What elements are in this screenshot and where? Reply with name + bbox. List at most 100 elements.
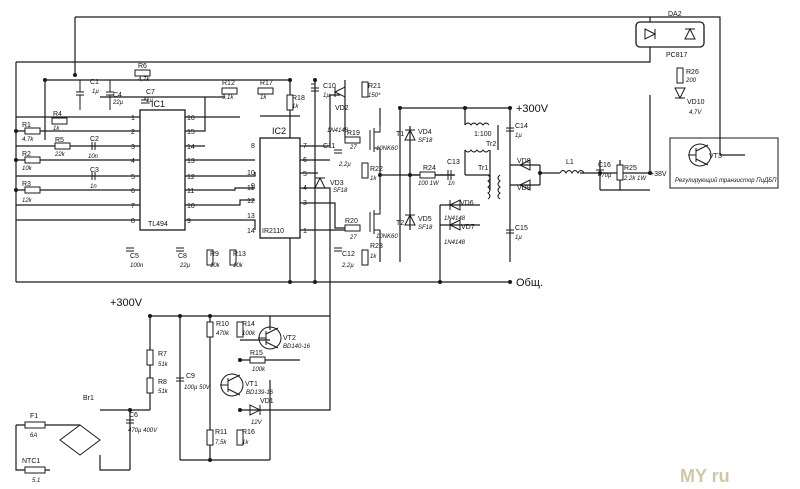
- ic1-pin: 3: [131, 144, 135, 151]
- c9-label: C9: [186, 373, 195, 380]
- vt2-value: BD140-16: [283, 344, 311, 350]
- vd4-value: SF18: [418, 138, 433, 144]
- r7-label: R7: [158, 351, 167, 358]
- vt3-label: VT3: [709, 153, 722, 160]
- c12-label: C12: [342, 251, 355, 258]
- r20-value: 27: [349, 235, 357, 241]
- ic2-pin: 1: [303, 228, 307, 235]
- rail-38v: +38V: [650, 171, 667, 178]
- transistors: T1 10NK60 T2 10NK60 VT1 BD139-16 VT2 BD1…: [220, 126, 722, 397]
- r18-label: R18: [292, 95, 305, 102]
- c6-label: C6: [129, 412, 138, 419]
- optocoupler: DA2 PC817: [635, 11, 705, 59]
- c14-label: C14: [515, 123, 528, 130]
- ic2-pin: 14: [247, 228, 255, 235]
- l1-label: L1: [566, 159, 574, 166]
- r2-value: 10k: [22, 166, 33, 172]
- ic1-pin: 8: [131, 218, 135, 225]
- ic1-pin: 16: [187, 115, 195, 122]
- c5-value: 100n: [130, 263, 144, 269]
- vd2-value: 1N4148: [327, 128, 349, 134]
- c10-label: C10: [323, 83, 336, 90]
- ic1-pin: 10: [187, 203, 195, 210]
- ic2: IC2 IR2110 8 10 9 12 11 13 14 7 6 5 4 3 …: [247, 126, 307, 239]
- r15-value: 100k: [252, 367, 266, 373]
- c1-label: C1: [90, 79, 99, 86]
- ic1-pin: 1: [131, 115, 135, 122]
- r21-label: R21: [368, 83, 381, 90]
- vd4-label: VD4: [418, 129, 432, 136]
- diodes: VD2 1N4148 VD3 SF18 VD4 SF18 VD5 SF18 VD…: [249, 86, 705, 426]
- vd3-value: SF18: [333, 188, 348, 194]
- r24-label: R24: [423, 165, 436, 172]
- c1-value: 1µ: [92, 89, 99, 95]
- c10-value: 1µ: [323, 93, 330, 99]
- r26-value: 200: [685, 78, 697, 84]
- opto-value: PC817: [666, 52, 688, 59]
- vt3-note: Регулирующий транзистор ПиДБП: [675, 177, 777, 184]
- vd5-value: SF18: [418, 225, 433, 231]
- r18-value: 1k: [292, 104, 299, 110]
- r7-value: 51k: [158, 362, 169, 368]
- r11-value: 7,5k: [215, 440, 227, 446]
- vd2-label: VD2: [335, 105, 349, 112]
- r10-label: R10: [216, 321, 229, 328]
- c2-label: C2: [90, 136, 99, 143]
- watermark: MY ru: [680, 466, 730, 486]
- r23-label: R23: [370, 243, 383, 250]
- ic2-pin: 6: [303, 157, 307, 164]
- vd5-label: VD5: [418, 216, 432, 223]
- ic1-pin: 12: [187, 174, 195, 181]
- r8-label: R8: [158, 379, 167, 386]
- ic1-name: TL494: [148, 221, 168, 228]
- r9-label: R9: [210, 251, 219, 258]
- r5-label: R5: [55, 137, 64, 144]
- r15-label: R15: [250, 350, 263, 357]
- t1-value: 10NK60: [376, 146, 398, 152]
- r3-value: 12k: [22, 198, 33, 204]
- ic2-ref: IC2: [272, 126, 286, 136]
- vt2-label: VT2: [283, 335, 296, 342]
- input-stage: F1 6A NTC1 5.1 Br1: [22, 395, 101, 484]
- r22-label: R22: [370, 166, 383, 173]
- r19-value: 27: [349, 145, 357, 151]
- r20-label: R20: [345, 218, 358, 225]
- ntc-label: NTC1: [22, 458, 40, 465]
- ic2-pin: 12: [247, 198, 255, 205]
- c8-label: C8: [178, 253, 187, 260]
- r12-value: 9,1k: [222, 95, 234, 101]
- resistors: R1 4,7k R2 10k R3 12k R4 1k R5 22k R6 4,…: [22, 63, 699, 446]
- tr1-label: Tr1: [478, 165, 488, 172]
- rail-300v-top: +300V: [516, 103, 549, 115]
- ic1-pin: 5: [131, 174, 135, 181]
- r10-value: 470k: [216, 331, 230, 337]
- f1-value: 6A: [30, 433, 37, 439]
- vd1-value: 12V: [251, 420, 263, 426]
- c16-value: 470µ: [598, 173, 612, 179]
- ic1-pin: 14: [187, 144, 195, 151]
- vd1-label: VD1: [260, 398, 274, 405]
- r16-label: R16: [242, 429, 255, 436]
- junctions: [14, 73, 652, 462]
- vd10-label: VD10: [687, 99, 705, 106]
- r8-value: 51k: [158, 389, 169, 395]
- c7-value: 1µ: [146, 98, 153, 104]
- vt1-value: BD139-16: [246, 390, 274, 396]
- c4-label: C4: [113, 92, 122, 99]
- c7-label: C7: [146, 89, 155, 96]
- rail-ground: Общ.: [516, 277, 543, 289]
- c2-value: 10n: [88, 154, 99, 160]
- c15-value: 1µ: [515, 235, 522, 241]
- r6-label: R6: [138, 63, 147, 70]
- vd10-value: 4,7V: [689, 110, 702, 116]
- vd6-value: 1N4148: [444, 216, 466, 222]
- r13-label: R13: [233, 251, 246, 258]
- c3-label: C3: [90, 167, 99, 174]
- tr2-label: Tr2: [486, 141, 496, 148]
- r5-value: 22k: [54, 152, 66, 158]
- r13-value: 10k: [233, 263, 244, 269]
- c16-label: C16: [598, 162, 611, 169]
- vd6-label: VD6: [460, 200, 474, 207]
- c5-label: C5: [130, 253, 139, 260]
- ic2-pin: 9: [251, 183, 255, 190]
